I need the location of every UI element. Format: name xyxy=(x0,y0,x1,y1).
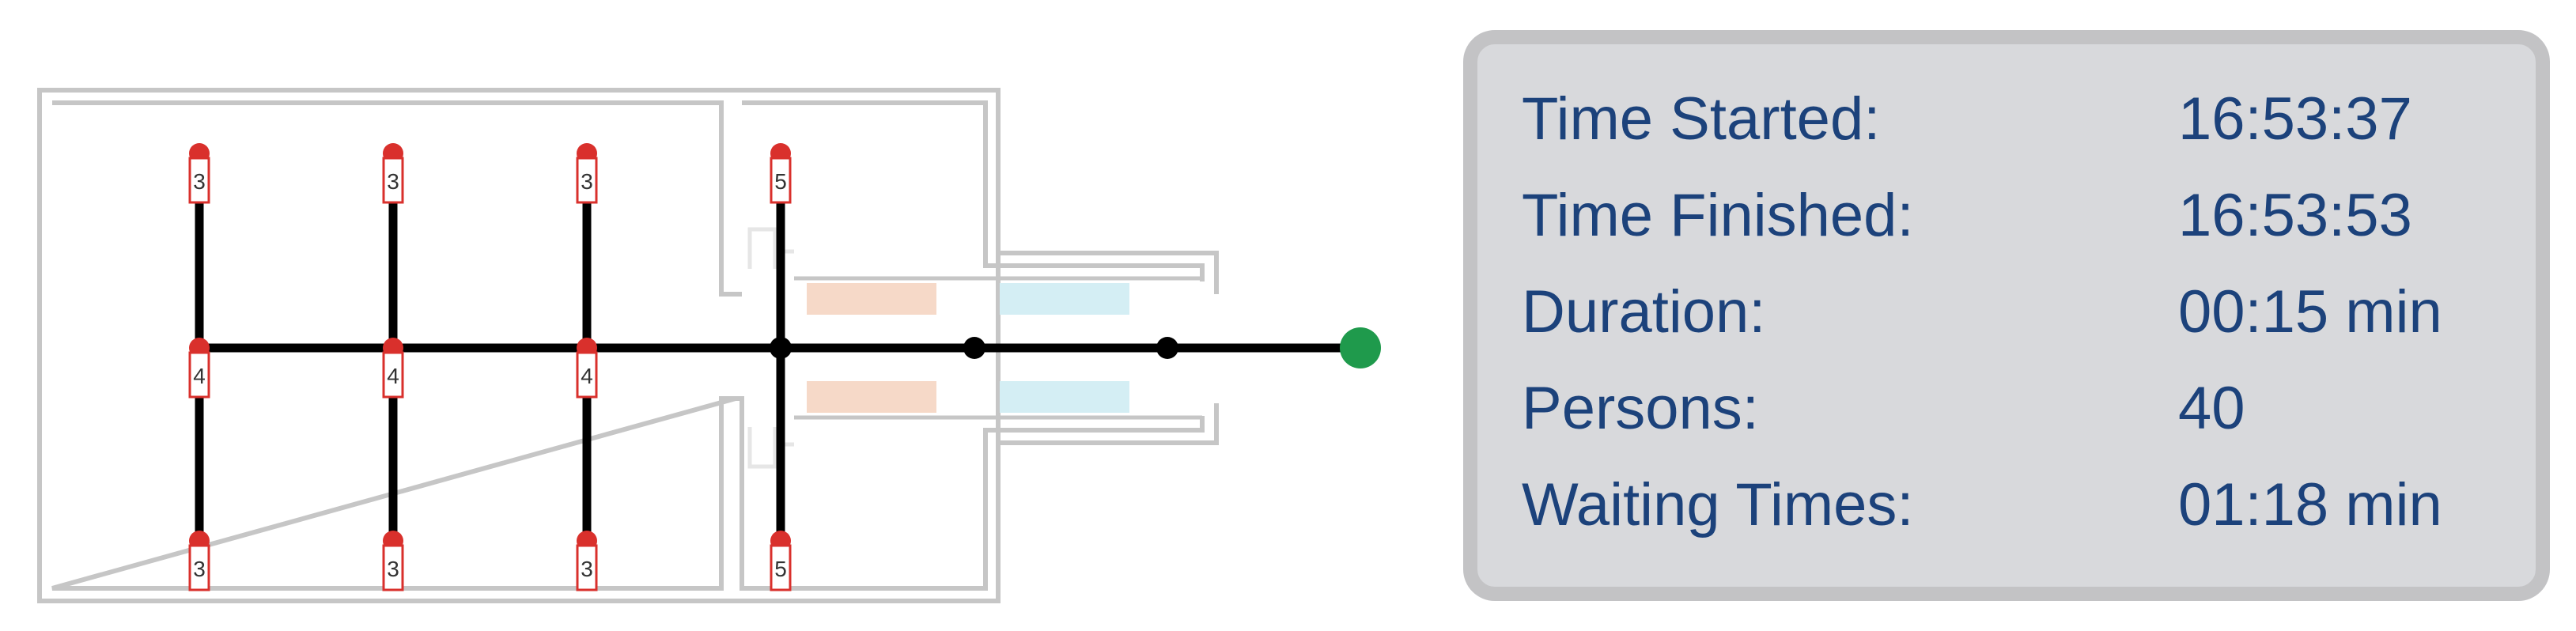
stat-label: Time Finished: xyxy=(1522,182,1914,249)
source-node-top-2: 3 xyxy=(382,143,404,204)
stat-row-time-started: Time Started: 16:53:37 xyxy=(1522,76,2550,163)
source-node-bottom-4: 5 xyxy=(770,531,792,591)
zone-cyan-bottom xyxy=(1000,381,1129,413)
source-node-middle-3: 4 xyxy=(576,338,598,399)
building-walls xyxy=(37,88,1219,603)
node-count-label: 5 xyxy=(774,169,787,194)
stat-value: 16:53:53 xyxy=(2178,182,2412,249)
corridor-outer-bottom xyxy=(998,403,1219,445)
source-node-middle-2: 4 xyxy=(382,338,404,399)
source-node-top-3: 3 xyxy=(576,143,598,204)
stat-label: Persons: xyxy=(1522,375,1759,442)
stat-value: 00:15 min xyxy=(2178,278,2442,346)
junction-dot xyxy=(1156,337,1178,359)
node-count-label: 3 xyxy=(193,169,206,194)
evacuation-floor-plan: 3 3 3 5 4 4 4 xyxy=(37,88,1381,603)
stat-value: 01:18 min xyxy=(2178,471,2442,538)
stat-value: 16:53:37 xyxy=(2178,85,2412,153)
zone-orange-top xyxy=(807,283,936,315)
junction-dot xyxy=(963,337,985,359)
node-count-label: 3 xyxy=(193,557,206,581)
source-node-bottom-1: 3 xyxy=(188,531,210,591)
queue-zones xyxy=(807,283,1129,413)
stat-row-duration: Duration: 00:15 min xyxy=(1522,269,2550,356)
node-count-label: 3 xyxy=(581,169,593,194)
node-count-label: 3 xyxy=(387,557,399,581)
node-count-label: 3 xyxy=(387,169,399,194)
left-room-inner-wall xyxy=(51,100,736,591)
node-count-label: 5 xyxy=(774,557,787,581)
source-node-top-1: 3 xyxy=(188,143,210,204)
zone-cyan-top xyxy=(1000,283,1129,315)
corridor-outer-top xyxy=(998,251,1219,294)
junction-dot xyxy=(770,337,792,359)
stat-label: Time Started: xyxy=(1522,85,1881,153)
node-count-label: 4 xyxy=(387,364,399,388)
source-node-bottom-3: 3 xyxy=(576,531,598,591)
stat-row-time-finished: Time Finished: 16:53:53 xyxy=(1522,172,2550,259)
source-node-top-4: 5 xyxy=(770,143,792,204)
stat-label: Duration: xyxy=(1522,278,1766,346)
stat-row-waiting-times: Waiting Times: 01:18 min xyxy=(1522,462,2550,549)
junctions xyxy=(770,337,1178,359)
zone-orange-bottom xyxy=(807,381,936,413)
node-count-label: 3 xyxy=(581,557,593,581)
source-node-bottom-2: 3 xyxy=(382,531,404,591)
simulation-stats-panel: Time Started: 16:53:37 Time Finished: 16… xyxy=(1463,30,2550,601)
node-count-label: 4 xyxy=(581,364,593,388)
source-nodes: 3 3 3 5 4 4 4 xyxy=(188,143,792,591)
source-node-middle-1: 4 xyxy=(188,338,210,399)
stat-label: Waiting Times: xyxy=(1522,471,1914,538)
right-room-inner-wall xyxy=(736,100,1205,591)
stat-value: 40 xyxy=(2178,375,2245,442)
stat-row-persons: Persons: 40 xyxy=(1522,365,2550,452)
node-count-label: 4 xyxy=(193,364,206,388)
exit-circle-icon xyxy=(1340,327,1381,368)
